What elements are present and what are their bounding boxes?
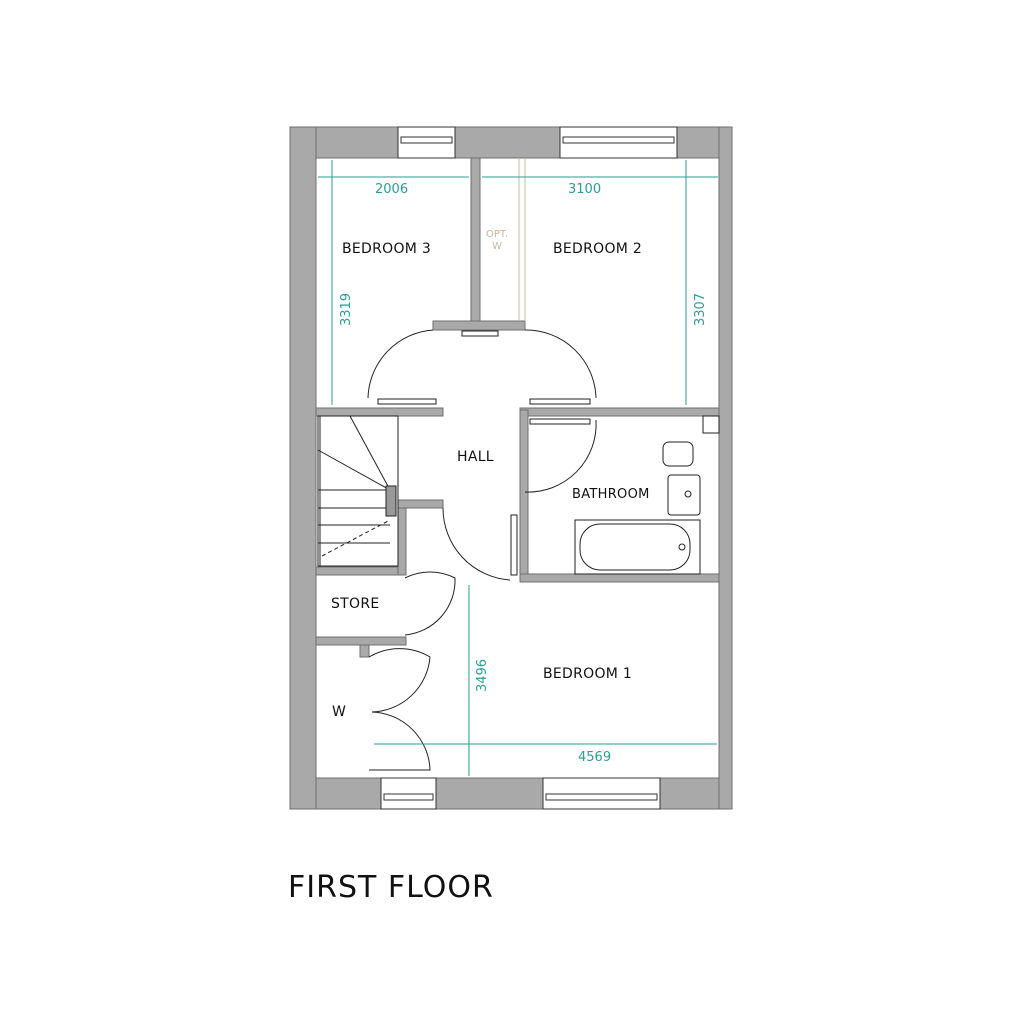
optional-wardrobe-line2: W (492, 241, 502, 252)
staircase (317, 415, 399, 567)
dimension-bedroom1-depth: 3496 (475, 658, 491, 693)
room-label-wardrobe: W (332, 704, 347, 720)
room-label-bathroom: BATHROOM (572, 487, 650, 502)
dimension-bedroom1-width: 4569 (578, 750, 612, 765)
floor-title: FIRST FLOOR (288, 870, 494, 905)
dimension-bedroom3-depth: 3319 (339, 292, 355, 327)
dimension-bedroom2-depth: 3307 (693, 292, 709, 327)
room-label-bedroom2: BEDROOM 2 (553, 241, 643, 257)
room-label-bedroom3: BEDROOM 3 (342, 241, 432, 257)
dimension-bedroom2-width: 3100 (568, 182, 602, 197)
room-label-store: STORE (331, 596, 380, 612)
dimension-bedroom3-width: 2006 (375, 182, 409, 197)
room-label-hall: HALL (457, 449, 494, 465)
optional-wardrobe-label: OPT. W (486, 229, 508, 253)
dimension-lines (318, 160, 718, 776)
walls (289, 126, 733, 810)
bathroom-fixtures (574, 415, 720, 575)
windows (380, 126, 678, 810)
room-label-bedroom1: BEDROOM 1 (543, 666, 633, 682)
doors (367, 329, 597, 771)
optional-wardrobe-line1: OPT. (486, 229, 509, 240)
optional-wardrobe-outline (518, 158, 526, 321)
